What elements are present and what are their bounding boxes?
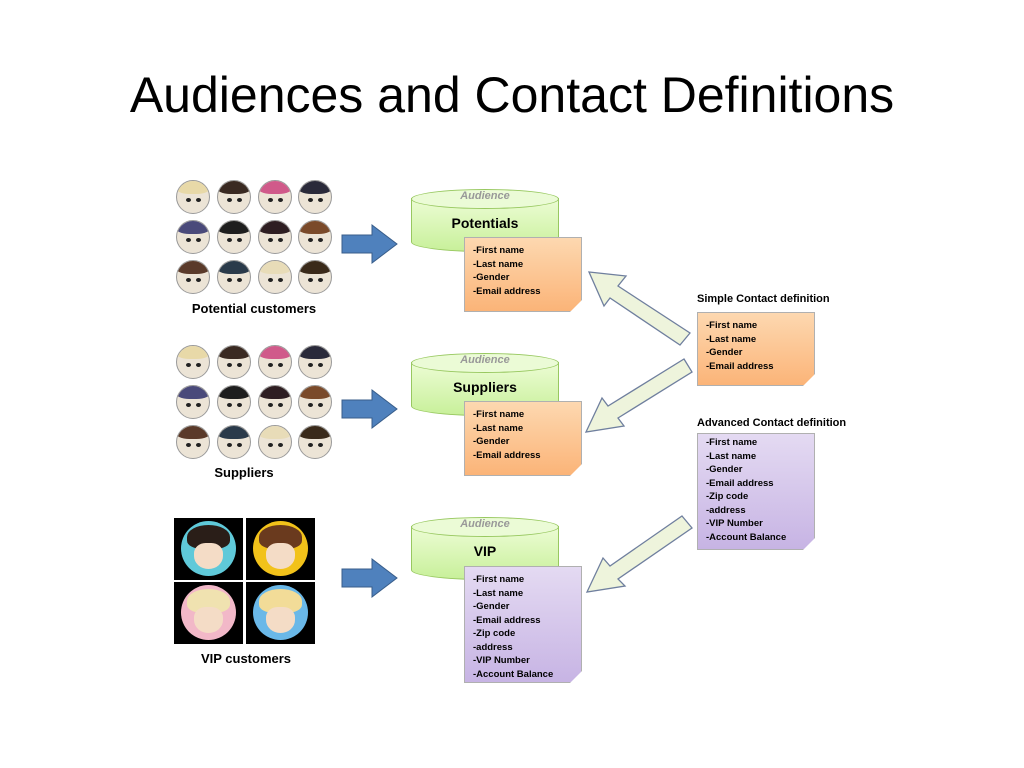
avatar (217, 385, 251, 419)
vip-customers-caption: VIP customers (200, 651, 292, 666)
audience-label: Audience (460, 190, 510, 202)
simple-definition-title: Simple Contact definition (697, 293, 830, 305)
field-line: -Last name (706, 333, 757, 345)
outline-arrow (585, 515, 693, 593)
avatar (258, 180, 292, 214)
audience-name: VIP (473, 543, 497, 559)
field-line: -VIP Number (473, 655, 530, 666)
vip-avatar (174, 518, 243, 580)
avatar (298, 345, 332, 379)
audience-label: Audience (460, 518, 510, 530)
avatar (258, 260, 292, 294)
field-line: -VIP Number (706, 518, 763, 529)
avatar (176, 345, 210, 379)
vip-fields-note: -First name -Last name -Gender -Email ad… (464, 566, 582, 683)
blue-arrow (341, 557, 398, 599)
field-line: -Gender (706, 464, 743, 475)
field-line: -Gender (473, 272, 510, 283)
avatar (298, 385, 332, 419)
field-line: -First name (706, 437, 758, 448)
field-line: -Email address (706, 477, 774, 489)
potentials-fields-note: -First name -Last name -Gender -Email ad… (464, 237, 582, 312)
avatar (298, 180, 332, 214)
vip-avatar (246, 582, 315, 644)
field-line: -Last name (473, 587, 524, 599)
avatar (217, 425, 251, 459)
outline-arrow (584, 358, 693, 433)
blue-arrow (341, 388, 398, 430)
avatar (217, 260, 251, 294)
field-line: -Gender (473, 436, 510, 447)
blue-arrow (341, 223, 398, 265)
audience-name: Suppliers (453, 379, 517, 395)
outline-arrow (587, 271, 691, 346)
field-line: -First name (473, 574, 525, 585)
field-line: -Zip code (473, 628, 516, 639)
field-line: -address (706, 504, 746, 516)
field-line: -Email address (473, 449, 541, 461)
audience-cylinder-potentials: Audience Potentials (411, 189, 559, 252)
audience-label: Audience (460, 354, 510, 366)
avatar (298, 260, 332, 294)
field-line: -Account Balance (473, 668, 554, 680)
avatar (258, 220, 292, 254)
avatar (176, 220, 210, 254)
potential-customers-avatars (176, 180, 332, 296)
avatar (217, 180, 251, 214)
avatar (176, 385, 210, 419)
field-line: -Gender (473, 601, 510, 612)
suppliers-caption: Suppliers (214, 465, 274, 480)
simple-definition-note: -First name -Last name -Gender -Email ad… (697, 312, 815, 386)
field-line: -Email address (706, 360, 774, 372)
field-line: -Email address (473, 285, 541, 297)
avatar (176, 425, 210, 459)
avatar (217, 220, 251, 254)
advanced-definition-title: Advanced Contact definition (697, 417, 847, 429)
avatar (298, 425, 332, 459)
vip-avatar (246, 518, 315, 580)
avatar (258, 345, 292, 379)
avatar (217, 345, 251, 379)
suppliers-fields-note: -First name -Last name -Gender -Email ad… (464, 401, 582, 476)
field-line: -Last name (473, 258, 524, 270)
field-line: -Account Balance (706, 531, 787, 543)
field-line: -Gender (706, 347, 743, 358)
avatar (258, 385, 292, 419)
potential-customers-caption: Potential customers (191, 301, 317, 316)
field-line: -Last name (473, 422, 524, 434)
field-line: -First name (473, 409, 525, 420)
avatar (176, 260, 210, 294)
avatar (176, 180, 210, 214)
field-line: -Email address (473, 614, 541, 626)
advanced-definition-note: -First name -Last name -Gender -Email ad… (697, 433, 815, 550)
avatar (298, 220, 332, 254)
field-line: -Zip code (706, 491, 749, 502)
field-line: -address (473, 641, 513, 653)
field-line: -First name (473, 245, 525, 256)
avatar (258, 425, 292, 459)
suppliers-avatars (176, 345, 332, 461)
audience-name: Potentials (451, 215, 519, 231)
vip-avatar (174, 582, 243, 644)
slide-title: Audiences and Contact Definitions (129, 67, 895, 123)
field-line: -Last name (706, 450, 757, 462)
field-line: -First name (706, 320, 758, 331)
